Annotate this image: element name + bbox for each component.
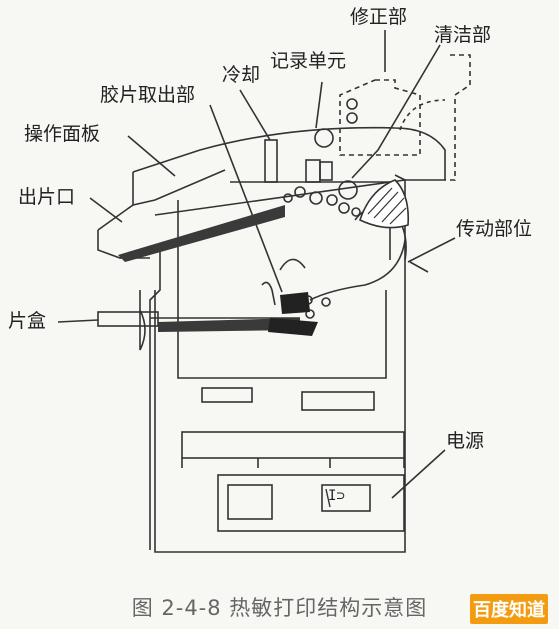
cabinet-outline xyxy=(154,179,406,553)
transport-path xyxy=(309,239,406,301)
leader-recorder xyxy=(315,81,323,129)
leader-panel xyxy=(127,135,176,177)
power-box xyxy=(217,474,405,532)
label-drive-part: 传动部位 xyxy=(456,218,533,240)
leader-cassette xyxy=(57,319,99,323)
pickup-arc xyxy=(279,258,306,271)
drive-tick xyxy=(409,261,429,273)
cassette-slot xyxy=(139,290,146,351)
cassette-body xyxy=(97,311,159,327)
recorder-body-2 xyxy=(319,161,333,181)
inner-frame xyxy=(177,200,387,379)
roller-b xyxy=(309,191,323,205)
roller-top xyxy=(314,128,334,148)
power-switch-glyph: I⊃ xyxy=(328,488,345,504)
pickup-roller-2 xyxy=(305,309,315,319)
cassette-film-tip xyxy=(268,318,318,336)
power-inner xyxy=(227,484,273,520)
leader-power xyxy=(391,449,446,499)
bar-divider xyxy=(181,458,405,468)
trim-unit-dashed xyxy=(339,79,421,156)
clean-roller-2 xyxy=(346,112,358,124)
pickup-roller-3 xyxy=(321,297,331,307)
window-right xyxy=(301,391,375,411)
label-control-panel: 操作面板 xyxy=(24,123,101,145)
roller-d xyxy=(338,180,358,200)
cabinet-right-edge xyxy=(394,174,406,181)
recorder-body xyxy=(305,159,321,183)
label-power-supply: 电源 xyxy=(446,430,485,452)
roller-e xyxy=(338,202,350,214)
roller-a xyxy=(294,186,306,198)
power-switch xyxy=(321,484,371,512)
watermark-badge: 百度知道 xyxy=(470,594,548,624)
pickup-grip xyxy=(280,292,310,314)
label-film-outlet: 出片口 xyxy=(18,186,76,208)
cover-swing xyxy=(399,99,446,131)
leader-drive xyxy=(407,237,456,263)
front-panel xyxy=(97,230,161,550)
brush-hatch xyxy=(367,187,407,225)
label-film-cassette: 片盒 xyxy=(8,310,47,332)
clean-unit-dashed xyxy=(445,54,471,181)
label-trimming-unit: 修正部 xyxy=(350,6,408,28)
label-recorder-unit: 记录单元 xyxy=(270,50,347,72)
top-cover xyxy=(132,126,446,181)
label-film-pickup: 胶片取出部 xyxy=(100,84,196,106)
figure-caption: 图 2-4-8 热敏打印结构示意图 xyxy=(131,596,428,620)
film-outlet-path xyxy=(118,205,285,262)
power-switch-mark xyxy=(325,488,331,508)
roller-c xyxy=(326,194,338,206)
top-cover-inner xyxy=(132,169,226,207)
recorder-block xyxy=(264,139,278,183)
label-cleaning-unit: 清洁部 xyxy=(434,24,492,46)
film-curl xyxy=(261,281,276,306)
window-left xyxy=(201,387,253,403)
leader-outlet xyxy=(89,197,123,223)
roller-g xyxy=(283,193,293,203)
leader-cleaning xyxy=(351,44,441,179)
cassette-film xyxy=(158,318,300,332)
clean-roller-1 xyxy=(346,98,358,110)
leader-pickup xyxy=(209,104,283,293)
cleaning-brush xyxy=(359,179,410,229)
display-bar xyxy=(181,431,405,459)
label-cooling: 冷却 xyxy=(222,64,261,86)
leader-cooling xyxy=(239,89,271,141)
roller-f xyxy=(351,207,361,217)
